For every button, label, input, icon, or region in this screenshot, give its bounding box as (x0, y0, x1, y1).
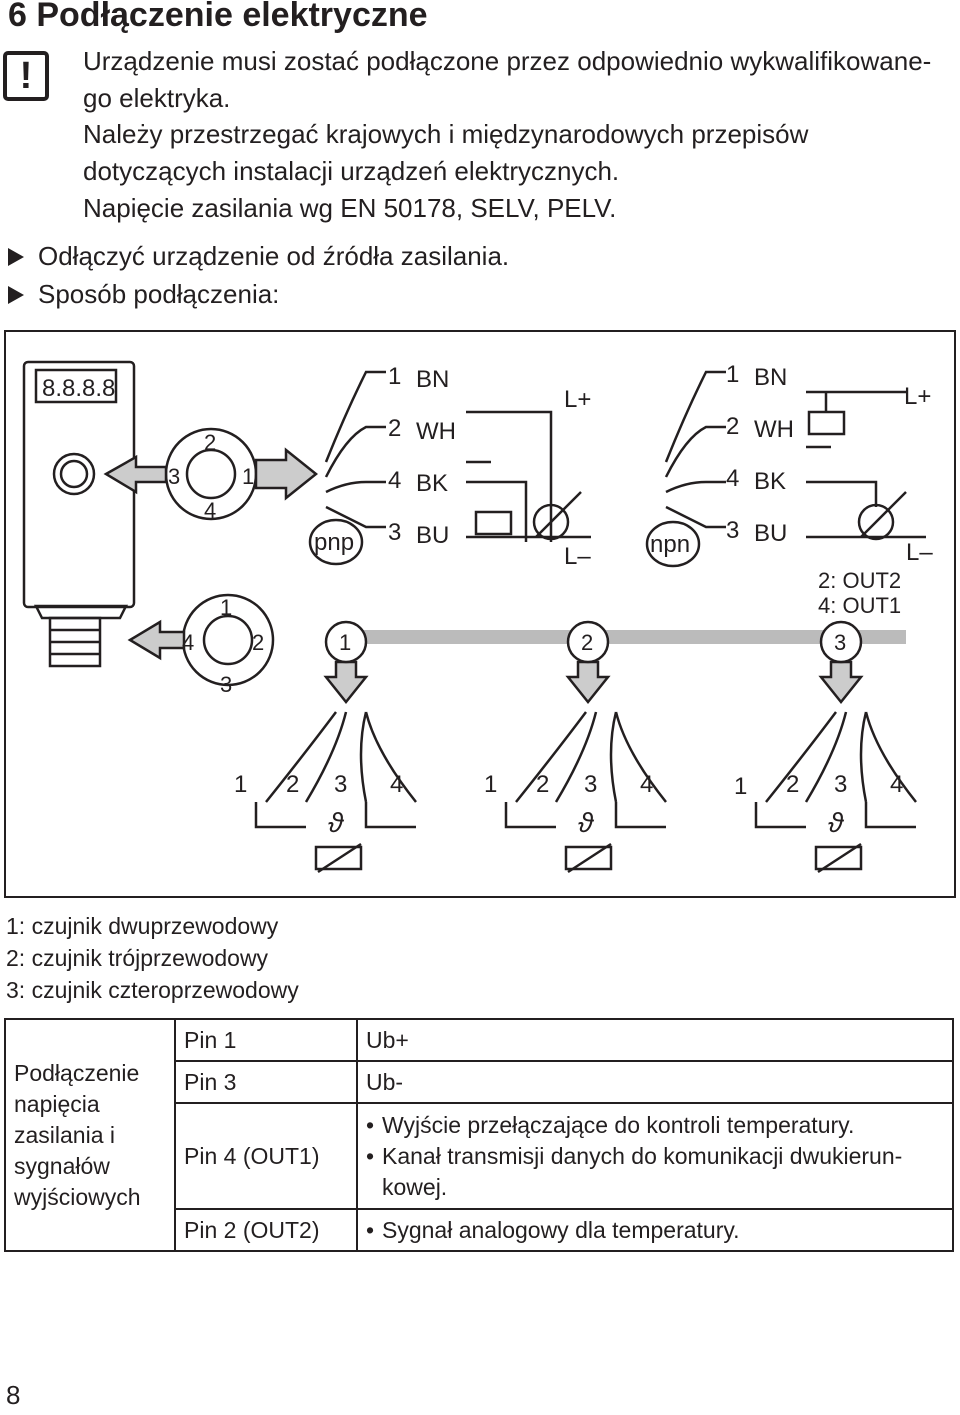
warning-line: dotyczących instalacji urządzeń elektryc… (83, 156, 620, 186)
sensor-pin: 4 (390, 771, 403, 798)
out-note: 2: OUT2 (818, 568, 901, 593)
wire-pin: 1 (726, 361, 739, 388)
sensor-pin: 3 (334, 771, 347, 798)
variant-number: 3 (834, 630, 846, 655)
pin-desc-item: Kanał transmisji danych do komunikacji d… (366, 1141, 944, 1203)
step-item: Odłączyć urządzenie od źródła zasilania. (8, 238, 509, 275)
wire-color: BU (754, 520, 787, 547)
wire-color: BU (416, 522, 449, 549)
sensor-pin: 2 (536, 771, 549, 798)
wire-pin: 2 (726, 413, 739, 440)
connector-pin-label: 4 (204, 498, 216, 523)
pin-label: Pin 1 (174, 1018, 358, 1062)
wire-color: WH (754, 416, 794, 443)
out-note: 4: OUT1 (818, 593, 901, 618)
wire-color: BN (754, 364, 787, 391)
wiring-diagram: 8.8.8.8 2 3 1 4 1 4 2 3 pnp npn 1 BN 2 W… (4, 330, 956, 898)
wire-pin: 3 (388, 519, 401, 546)
pin-table: Podłączenie napięcia zasilania i sygnałó… (4, 1018, 954, 1252)
connector-pin-label: 3 (220, 672, 232, 697)
wire-pin: 4 (388, 467, 401, 494)
sensor-pin: 4 (890, 771, 903, 798)
l-minus-label: L– (564, 543, 591, 570)
pin-desc: Wyjście przełączające do kontroli temper… (356, 1102, 954, 1210)
connector-pin-label: 2 (204, 430, 216, 455)
pin-label: Pin 3 (174, 1060, 358, 1104)
page-number: 8 (6, 1380, 21, 1410)
legend-item: 3: czujnik czteroprzewodowy (6, 977, 299, 1003)
variant-number: 2 (581, 630, 593, 655)
sensor-pin: 1 (234, 771, 247, 798)
pin-desc-item: Wyjście przełączające do kontroli temper… (366, 1110, 944, 1141)
wire-pin: 1 (388, 363, 401, 390)
warning-line: Napięcie zasilania wg EN 50178, SELV, PE… (83, 193, 617, 223)
wire-pin: 4 (726, 465, 739, 492)
pin-desc-item: Sygnał analogowy dla temperatury. (366, 1215, 944, 1246)
step-text: Sposób podłączenia: (38, 279, 280, 309)
connector-pin-label: 1 (242, 464, 254, 489)
pin-label: Pin 2 (OUT2) (174, 1208, 358, 1252)
pin-desc-list: Wyjście przełączające do kontroli temper… (366, 1110, 944, 1203)
warning-line: Należy przestrzegać krajowych i międzyna… (83, 119, 809, 149)
wire-color: BK (754, 468, 786, 495)
sensor-pin: 4 (640, 771, 653, 798)
theta-symbol: ϑ (828, 807, 845, 838)
warning-icon: ! (3, 51, 49, 101)
warning-line: Urządzenie musi zostać podłączone przez … (83, 46, 932, 76)
sensor-pin: 1 (484, 771, 497, 798)
wire-pin: 2 (388, 415, 401, 442)
section-heading: 6 Podłączenie elektryczne (8, 0, 428, 34)
theta-symbol: ϑ (578, 807, 595, 838)
connector-pin-label: 4 (182, 630, 194, 655)
pin-desc: Ub- (356, 1060, 954, 1104)
sensor-pin: 3 (584, 771, 597, 798)
display-text: 8.8.8.8 (42, 375, 115, 402)
theta-symbol: ϑ (328, 807, 345, 838)
sensor-pin: 2 (786, 771, 799, 798)
pin-label: Pin 4 (OUT1) (174, 1102, 358, 1210)
connector-pin-label: 1 (220, 595, 232, 620)
wiring-diagram-svg: 8.8.8.8 2 3 1 4 1 4 2 3 pnp npn 1 BN 2 W… (22, 360, 933, 874)
wire-pin: 3 (726, 517, 739, 544)
pin-desc: Sygnał analogowy dla temperatury. (356, 1208, 954, 1252)
connector-pin-label: 3 (168, 464, 180, 489)
pin-table-header: Podłączenie napięcia zasilania i sygnałó… (4, 1018, 176, 1252)
wire-color: BN (416, 366, 449, 393)
warning-line: go elektryka. (83, 83, 231, 113)
step-text: Odłączyć urządzenie od źródła zasilania. (38, 241, 510, 271)
legend-item: 1: czujnik dwuprzewodowy (6, 913, 279, 939)
sensor-pin: 3 (834, 771, 847, 798)
sensor-pin: 1 (734, 773, 747, 800)
pin-desc-list: Sygnał analogowy dla temperatury. (366, 1215, 944, 1246)
l-minus-label: L– (906, 539, 933, 566)
npn-label: npn (650, 531, 690, 558)
pin-desc: Ub+ (356, 1018, 954, 1062)
connector-pin-label: 2 (252, 630, 264, 655)
arrow-right-icon (8, 248, 24, 266)
variant-number: 1 (339, 630, 351, 655)
step-item: Sposób podłączenia: (8, 276, 279, 313)
legend-item: 2: czujnik trójprzewodowy (6, 945, 269, 971)
wire-color: BK (416, 470, 448, 497)
wire-color: WH (416, 418, 456, 445)
l-plus-label: L+ (904, 383, 931, 410)
pnp-label: pnp (314, 529, 354, 556)
sensor-pin: 2 (286, 771, 299, 798)
l-plus-label: L+ (564, 386, 591, 413)
arrow-right-icon (8, 286, 24, 304)
